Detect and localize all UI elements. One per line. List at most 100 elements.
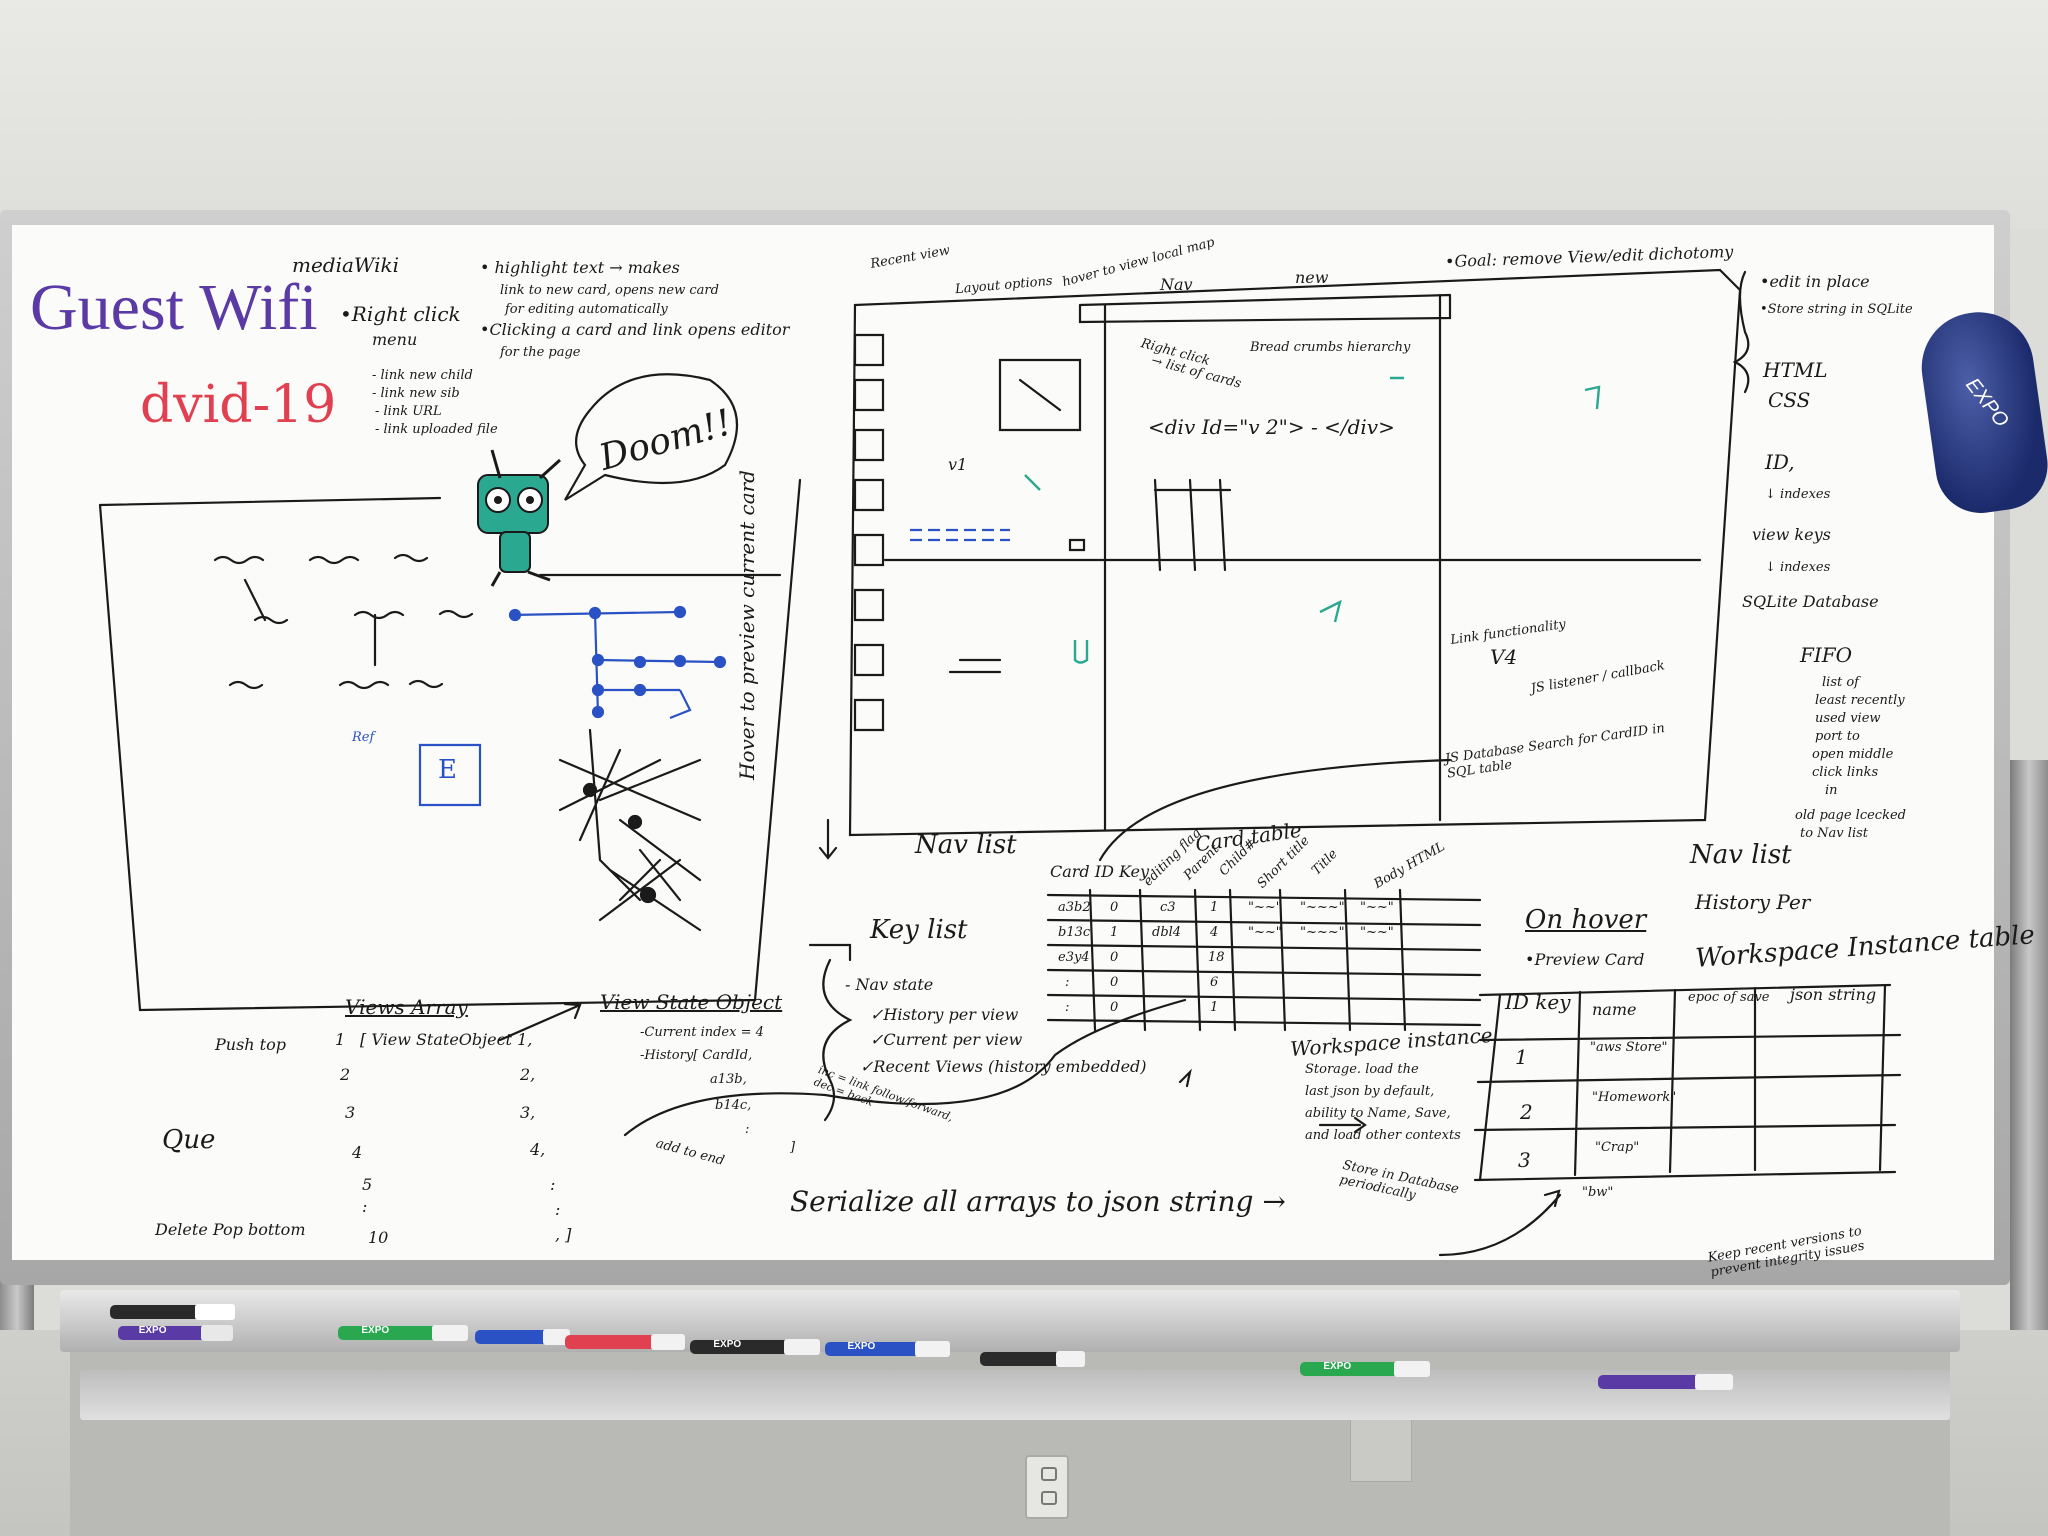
card-cell: 1 <box>1210 900 1219 915</box>
history-label: -History[ CardId, <box>640 1048 753 1063</box>
history-per-label: History Per <box>1695 890 1811 914</box>
view-index: 3 <box>345 1103 356 1122</box>
nav-state-label: - Nav state <box>845 975 934 994</box>
workspace-header: ID key <box>1505 990 1571 1014</box>
new-label: new <box>1295 268 1329 287</box>
current-index: -Current index = 4 <box>640 1025 764 1040</box>
workspace-instance-line: Storage. load the <box>1305 1062 1419 1077</box>
marker-cap <box>1055 1351 1085 1367</box>
wifi-password: dvid-19 <box>140 375 337 435</box>
nav-label: Nav <box>1160 275 1193 294</box>
marker-cap <box>1695 1374 1733 1390</box>
card-cell: 1 <box>1210 1000 1219 1015</box>
push-top-label: Push top <box>215 1035 286 1054</box>
marker-cap <box>1393 1361 1430 1377</box>
serialize-label: Serialize all arrays to json string → <box>790 1185 1286 1218</box>
history-item: : <box>745 1122 750 1137</box>
marker-cap <box>543 1329 570 1345</box>
card-cell: c3 <box>1160 900 1176 915</box>
marker-cap <box>195 1304 235 1320</box>
edit-in-place: •edit in place <box>1760 272 1870 291</box>
hover-preview-label: Hover to preview current card <box>735 470 759 780</box>
history-item: ] <box>790 1140 796 1155</box>
purple-marker: EXPO <box>118 1325 233 1341</box>
id-chain: ↓ indexes <box>1765 487 1831 502</box>
card-cell: e3y4 <box>1058 950 1090 965</box>
nav-state-item: ✓Current per view <box>870 1030 1023 1049</box>
workspace-header: json string <box>1790 985 1877 1004</box>
menu-item: - link new sib <box>372 386 460 401</box>
html-label: HTML <box>1763 358 1828 382</box>
v4-label: V4 <box>1490 645 1518 669</box>
card-table-header: Card ID Key <box>1050 862 1150 881</box>
id-chain: ↓ indexes <box>1765 560 1831 575</box>
fifo-note: port to <box>1815 729 1860 744</box>
marker-cap <box>651 1334 685 1350</box>
fifo-note: click links <box>1812 765 1879 780</box>
card-cell: "~~" <box>1248 925 1282 940</box>
blue-marker <box>475 1329 570 1345</box>
preview-card-label: •Preview Card <box>1525 950 1645 969</box>
on-hover-title: On hover <box>1525 905 1647 935</box>
marker-label: EXPO <box>1323 1361 1352 1372</box>
ref-label: Ref <box>352 730 375 745</box>
workspace-id: 1 <box>1515 1045 1528 1069</box>
mediawiki-bullet: •Clicking a card and link opens editor <box>480 320 790 339</box>
purple-marker <box>1598 1374 1733 1390</box>
fifo-note: least recently <box>1815 693 1905 708</box>
power-outlet <box>1025 1455 1069 1519</box>
view-entry: , ] <box>555 1225 572 1244</box>
mediawiki-bullet: for editing automatically <box>505 302 668 317</box>
view-entry: [ View StateObject 1, <box>360 1030 533 1049</box>
whiteboard <box>12 225 1994 1260</box>
card-cell: 6 <box>1210 975 1219 990</box>
view-index: 5 <box>362 1175 373 1194</box>
que-label: Que <box>162 1125 216 1155</box>
workspace-instance-line: last json by default, <box>1305 1084 1435 1099</box>
div-code: <div Id="v 2"> - </div> <box>1148 415 1395 439</box>
history-item: a13b, <box>710 1072 747 1087</box>
history-item: b14c, <box>715 1098 752 1113</box>
marker-tray <box>60 1290 1960 1352</box>
workspace-name: "Homework" <box>1592 1090 1677 1105</box>
delete-pop-label: Delete Pop bottom <box>155 1220 306 1239</box>
marker-label: EXPO <box>138 1325 167 1336</box>
marker-cap <box>200 1325 233 1341</box>
card-cell: : <box>1065 1000 1070 1015</box>
fifo-note: in <box>1825 783 1838 798</box>
menu-label: menu <box>372 330 418 349</box>
id-chain: ID, <box>1765 450 1795 474</box>
card-cell: "~~~" <box>1300 925 1345 940</box>
card-cell: "~~" <box>1248 900 1282 915</box>
mediawiki-bullet: • highlight text → makes <box>480 258 680 277</box>
menu-item: - link new child <box>372 368 473 383</box>
nav-state-item: ✓Recent Views (history embedded) <box>860 1057 1147 1076</box>
id-chain: SQLite Database <box>1742 592 1879 611</box>
workspace-name: "aws Store" <box>1590 1040 1668 1055</box>
store-string: •Store string in SQLite <box>1760 302 1913 317</box>
fifo-note: old page lcecked <box>1795 808 1906 823</box>
nav-state-item: ✓History per view <box>870 1005 1019 1024</box>
card-cell: "~~~" <box>1300 900 1345 915</box>
workspace-header: epoc of save <box>1688 990 1770 1005</box>
nav-list-right: Nav list <box>1690 840 1792 870</box>
fifo-note: open middle <box>1812 747 1894 762</box>
fifo-note: list of <box>1822 675 1859 690</box>
card-cell: : <box>1065 975 1070 990</box>
view-index: 4 <box>352 1143 363 1162</box>
view-entry: : <box>555 1200 561 1219</box>
card-cell: 0 <box>1110 1000 1119 1015</box>
view-entry: 4, <box>530 1140 546 1159</box>
mediawiki-label: mediaWiki <box>292 253 400 277</box>
red-marker <box>565 1334 685 1350</box>
fifo-note: used view <box>1815 711 1881 726</box>
marker-label: EXPO <box>713 1339 742 1350</box>
card-cell: 0 <box>1110 950 1119 965</box>
blue-marker: EXPO <box>825 1341 950 1357</box>
workspace-header: name <box>1592 1000 1637 1019</box>
card-cell: dbl4 <box>1152 925 1182 940</box>
workspace-instance-line: ability to Name, Save, <box>1305 1106 1451 1121</box>
mediawiki-bullet: for the page <box>500 345 581 360</box>
card-cell: 4 <box>1210 925 1219 940</box>
